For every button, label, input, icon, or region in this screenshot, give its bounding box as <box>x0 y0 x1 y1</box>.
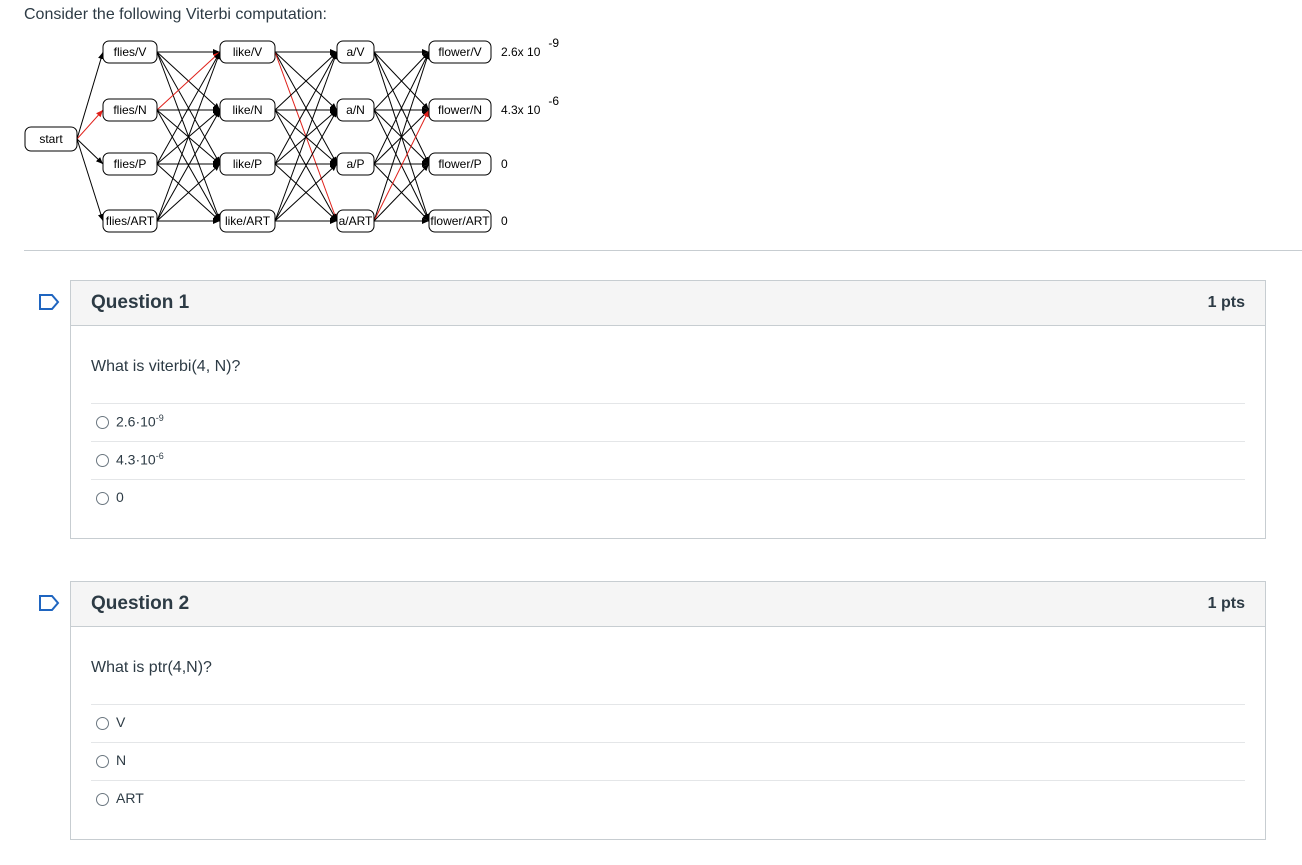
trellis-edge <box>76 51 104 140</box>
trellis-node: flies/N <box>102 98 158 122</box>
answer-label: 4.3·10-6 <box>116 451 164 468</box>
svg-text:like/P: like/P <box>233 157 262 171</box>
svg-text:a/N: a/N <box>346 103 365 117</box>
trellis-edge <box>373 51 430 111</box>
svg-text:flies/ART: flies/ART <box>106 214 155 228</box>
trellis-node: like/V <box>219 40 276 64</box>
question-2-points: 1 pts <box>1207 595 1245 612</box>
trellis-node: flies/P <box>102 152 158 176</box>
trellis-node: flies/ART <box>102 209 158 233</box>
probability-exponent: -9 <box>548 36 559 50</box>
flag-question-icon[interactable] <box>38 293 60 311</box>
answer-label: 2.6·10-9 <box>116 413 164 430</box>
trellis-edge <box>373 51 430 222</box>
svg-text:flower/ART: flower/ART <box>430 214 490 228</box>
answer-label: N <box>116 752 127 768</box>
question-1-points: 1 pts <box>1207 294 1245 311</box>
trellis-node: a/N <box>336 98 375 122</box>
answer-label: ART <box>116 790 144 806</box>
trellis-nodes: start flies/V flies/N flies/P flies/ART like/… <box>24 40 492 233</box>
trellis-node: a/P <box>336 152 375 176</box>
trellis-node: a/ART <box>336 209 375 233</box>
question-2-title: Question 2 <box>91 593 190 614</box>
final-probability: 2.6x 10 <box>501 45 541 59</box>
answer-option[interactable]: N <box>91 742 1245 780</box>
trellis-node: like/N <box>219 98 276 122</box>
final-probability: 4.3x 10 <box>501 103 541 117</box>
trellis-edge <box>274 163 338 222</box>
answer-option[interactable]: ART <box>91 780 1245 818</box>
radio-button[interactable] <box>96 454 109 467</box>
svg-text:a/V: a/V <box>346 45 364 59</box>
divider <box>24 250 1302 251</box>
trellis-node: flower/N <box>428 98 492 122</box>
trellis-edge <box>156 51 221 222</box>
answer-label: 0 <box>116 489 124 505</box>
question-1-title: Question 1 <box>91 292 190 313</box>
svg-text:flies/N: flies/N <box>113 103 146 117</box>
answer-option[interactable]: 0 <box>91 479 1245 517</box>
question-2-text: What is ptr(4,N)? <box>91 659 212 676</box>
trellis-node: flower/P <box>428 152 492 176</box>
question-1-text: What is viterbi(4, N)? <box>91 358 241 375</box>
question-1-answers: 2.6·10-9 4.3·10-6 0 <box>91 403 1245 517</box>
viterbi-trellis-diagram: start flies/V flies/N flies/P flies/ART like/… <box>0 30 600 245</box>
svg-text:flower/P: flower/P <box>438 157 481 171</box>
trellis-edge <box>156 109 221 222</box>
final-probabilities: 2.6x 10 -9 4.3x 10 -6 0 0 <box>501 36 559 228</box>
trellis-node: flower/V <box>428 40 492 64</box>
trellis-edges <box>76 49 430 224</box>
svg-text:a/ART: a/ART <box>339 214 373 228</box>
final-probability: 0 <box>501 214 508 228</box>
final-probability: 0 <box>501 157 508 171</box>
svg-text:flower/N: flower/N <box>438 103 482 117</box>
start-node: start <box>24 126 78 152</box>
svg-text:flies/P: flies/P <box>114 157 147 171</box>
radio-button[interactable] <box>96 492 109 505</box>
trellis-node: flower/ART <box>428 209 492 233</box>
svg-text:like/N: like/N <box>232 103 262 117</box>
radio-button[interactable] <box>96 755 109 768</box>
trellis-node: like/P <box>219 152 276 176</box>
radio-button[interactable] <box>96 416 109 429</box>
answer-option[interactable]: 4.3·10-6 <box>91 441 1245 479</box>
svg-text:like/V: like/V <box>233 45 262 59</box>
svg-text:like/ART: like/ART <box>225 214 271 228</box>
answer-label: V <box>116 714 126 730</box>
radio-button[interactable] <box>96 717 109 730</box>
trellis-edge <box>373 163 430 222</box>
answer-option[interactable]: 2.6·10-9 <box>91 403 1245 441</box>
probability-exponent: -6 <box>548 94 559 108</box>
trellis-edge <box>274 51 338 222</box>
answer-option[interactable]: V <box>91 704 1245 742</box>
trellis-edge <box>156 163 221 222</box>
question-2-answers: V N ART <box>91 704 1245 818</box>
trellis-node: like/ART <box>219 209 276 233</box>
best-path-edge <box>76 109 104 140</box>
intro-text: Consider the following Viterbi computati… <box>24 6 327 23</box>
best-path-edge <box>156 51 221 111</box>
question-1-card: Question 1 1 pts What is viterbi(4, N)? … <box>70 280 1266 539</box>
svg-text:start: start <box>39 132 63 146</box>
trellis-edge <box>274 51 338 165</box>
best-path-edge <box>373 109 430 222</box>
svg-text:flower/V: flower/V <box>438 45 481 59</box>
question-2-header: Question 2 1 pts <box>71 582 1265 627</box>
trellis-node: a/V <box>336 40 375 64</box>
svg-text:flies/V: flies/V <box>114 45 147 59</box>
radio-button[interactable] <box>96 793 109 806</box>
flag-question-icon[interactable] <box>38 594 60 612</box>
question-2-card: Question 2 1 pts What is ptr(4,N)? V N A… <box>70 581 1266 840</box>
trellis-edge <box>156 51 221 165</box>
question-1-header: Question 1 1 pts <box>71 281 1265 326</box>
trellis-node: flies/V <box>102 40 158 64</box>
trellis-edge <box>274 109 338 222</box>
trellis-edge <box>76 138 104 222</box>
trellis-edge <box>274 51 338 111</box>
trellis-edge <box>373 51 430 165</box>
svg-text:a/P: a/P <box>346 157 364 171</box>
trellis-edge <box>76 138 104 165</box>
